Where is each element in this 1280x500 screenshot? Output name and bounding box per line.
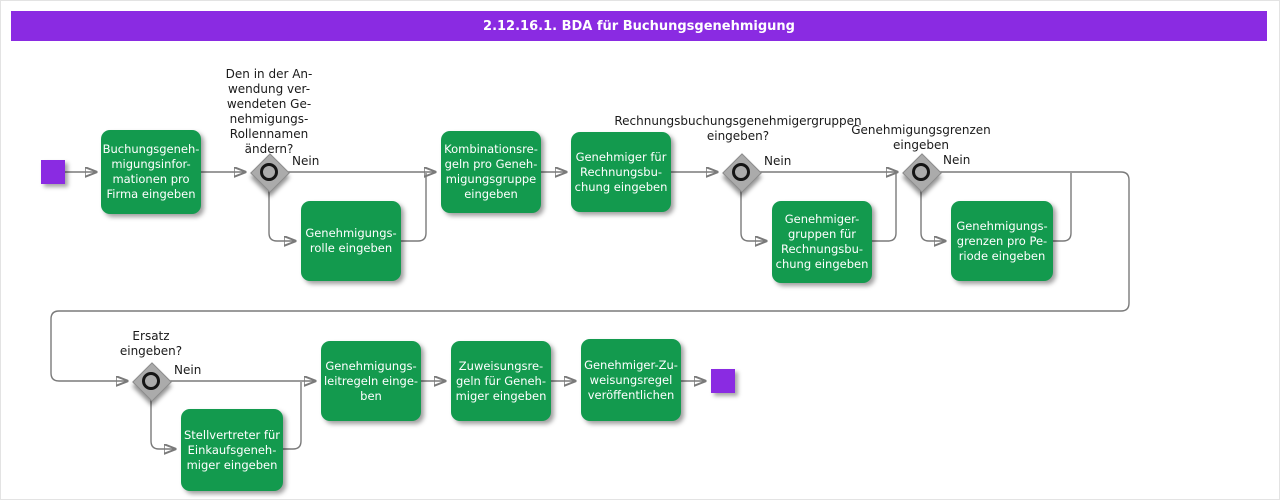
task-label: Buchungsgeneh- migungsinfor- mationen pr… (102, 142, 200, 201)
connector-task7-merge (283, 382, 302, 450)
task-label: Genehmigungs- leitregeln einge- ben (323, 358, 419, 403)
task-genehmigungsrolle[interactable]: Genehmigungs- rolle eingeben (301, 201, 401, 281)
diagram-title: 2.12.16.1. BDA für Buchungsgenehmigung (11, 11, 1267, 41)
task-genehmigungsleitregeln[interactable]: Genehmigungs- leitregeln einge- ben (321, 341, 421, 421)
gateway-circle-icon (142, 372, 160, 390)
start-event (41, 160, 65, 184)
task-label: Genehmiger- gruppen für Rechnungsbu- chu… (775, 212, 869, 271)
gateway4-question: Ersatz eingeben? (119, 329, 183, 358)
gateway3-question: Genehmigungsgrenzen eingeben (851, 123, 991, 152)
task-buchungsgenehmigungsinformationen[interactable]: Buchungsgeneh- migungsinfor- mationen pr… (101, 130, 201, 214)
connector-gateway1-down (268, 190, 295, 241)
task-label: Zuweisungsre- geln für Geneh- miger eing… (455, 358, 547, 403)
connector-task2-merge (401, 173, 427, 242)
task-zuweisungsregeln[interactable]: Zuweisungsre- geln für Geneh- miger eing… (451, 341, 551, 421)
task-genehmigungsgrenzen-periode[interactable]: Genehmigungs- grenzen pro Pe- riode eing… (951, 201, 1053, 281)
gateway3-nein-label: Nein (943, 153, 971, 167)
task-kombinationsregeln[interactable]: Kombinationsre- geln pro Geneh- migungsg… (441, 131, 541, 213)
gateway-circle-icon (912, 163, 930, 181)
task-label: Genehmiger-Zu- weisungsregel veröffentli… (584, 357, 678, 402)
task-label: Genehmiger für Rechnungsbu- chung eingeb… (574, 149, 668, 194)
connector-gateway3-wrap (50, 171, 1130, 381)
end-event (711, 369, 735, 393)
connector-task6-merge (1053, 173, 1072, 242)
connector-gateway2-down (740, 190, 766, 241)
connector-gateway3-down (920, 190, 945, 241)
gateway1-question: Den in der An- wendung ver- wendeten Ge-… (225, 67, 313, 156)
task-genehmiger-rechnungsbuchung[interactable]: Genehmiger für Rechnungsbu- chung eingeb… (571, 132, 671, 212)
task-label: Genehmigungs- rolle eingeben (305, 226, 397, 255)
gateway-circle-icon (732, 163, 750, 181)
connector-gateway4-down (150, 399, 175, 449)
task-label: Kombinationsre- geln pro Geneh- migungsg… (444, 142, 538, 201)
gateway2-question: Rechnungsbuchungsgenehmigergruppen einge… (614, 114, 862, 143)
gateway4-nein-label: Nein (174, 363, 202, 377)
task-stellvertreter[interactable]: Stellvertreter für Einkaufsgeneh- miger … (181, 409, 283, 491)
task-label: Genehmigungs- grenzen pro Pe- riode eing… (956, 218, 1048, 263)
gateway2-nein-label: Nein (764, 154, 792, 168)
task-zuweisungsregel-veroeffentlichen[interactable]: Genehmiger-Zu- weisungsregel veröffentli… (581, 339, 681, 421)
gateway1-nein-label: Nein (292, 154, 320, 168)
task-label: Stellvertreter für Einkaufsgeneh- miger … (184, 427, 280, 472)
connector-task5-merge (872, 173, 897, 242)
gateway-circle-icon (260, 163, 278, 181)
task-genehmigergruppen[interactable]: Genehmiger- gruppen für Rechnungsbu- chu… (772, 201, 872, 283)
